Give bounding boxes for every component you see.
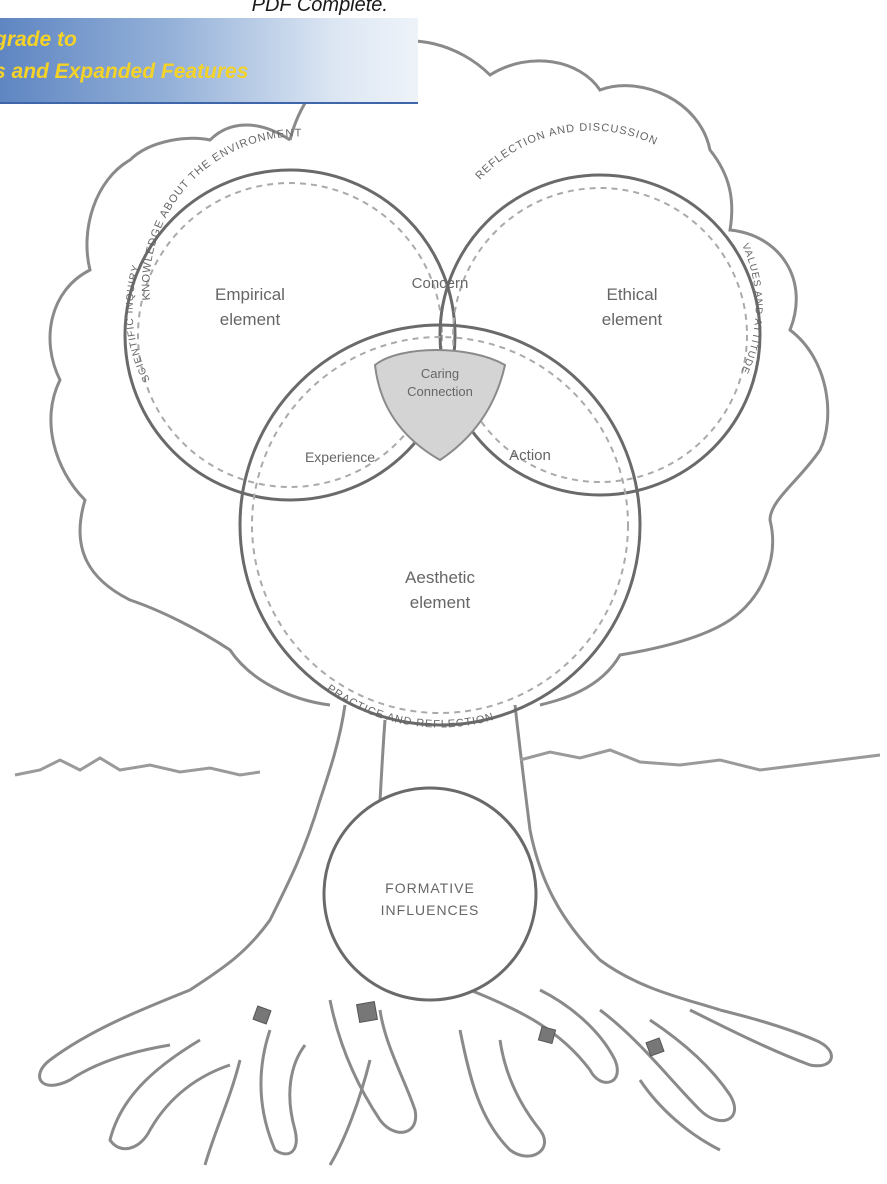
aesthetic-label-line1: Aesthetic	[405, 568, 475, 587]
banner-upgrade-text-line2: s and Expanded Features	[0, 60, 249, 83]
upgrade-banner: PDF Complete. grade to s and Expanded Fe…	[0, 0, 418, 104]
formative-label-line1: FORMATIVE	[385, 880, 475, 896]
banner-product-name: PDF Complete.	[251, 0, 388, 16]
concern-label: Concern	[412, 275, 469, 292]
rim-label-top-right: REFLECTION AND DISCUSSION	[473, 122, 659, 183]
rim-label-top-left: KNOWLEDGE ABOUT THE ENVIRONMENT	[140, 127, 302, 300]
caring-connection-lens	[373, 349, 507, 462]
ethical-label-line2: element	[602, 310, 663, 329]
connection-label: Connection	[407, 384, 473, 399]
empirical-circle	[123, 168, 457, 502]
tree-trunk-left	[189, 704, 347, 992]
upgrade-banner-link[interactable]: grade to s and Expanded Features	[0, 18, 418, 104]
experience-label: Experience	[305, 449, 375, 465]
aesthetic-circle	[238, 323, 642, 727]
action-label: Action	[509, 447, 551, 464]
aesthetic-label-line2: element	[410, 593, 471, 612]
ethical-label-line1: Ethical	[606, 285, 657, 304]
caring-label: Caring	[421, 366, 459, 381]
empirical-label-line1: Empirical	[215, 285, 285, 304]
empirical-circle-rim	[137, 182, 443, 488]
ground-line	[14, 748, 881, 777]
ethical-circle	[438, 173, 762, 497]
tree-trunk-right	[513, 704, 721, 1012]
root-markers	[252, 1000, 665, 1057]
tree-canopy-outline	[48, 39, 830, 707]
tree-roots	[38, 988, 833, 1166]
banner-upgrade-text-line1: grade to	[0, 28, 77, 51]
formative-influences-circle	[322, 786, 538, 1002]
empirical-label-line2: element	[220, 310, 281, 329]
formative-label-line2: INFLUENCES	[381, 902, 480, 918]
aesthetic-circle-rim	[251, 336, 629, 714]
ethical-circle-rim	[452, 187, 748, 483]
banner-header-strip: PDF Complete.	[0, 0, 418, 18]
